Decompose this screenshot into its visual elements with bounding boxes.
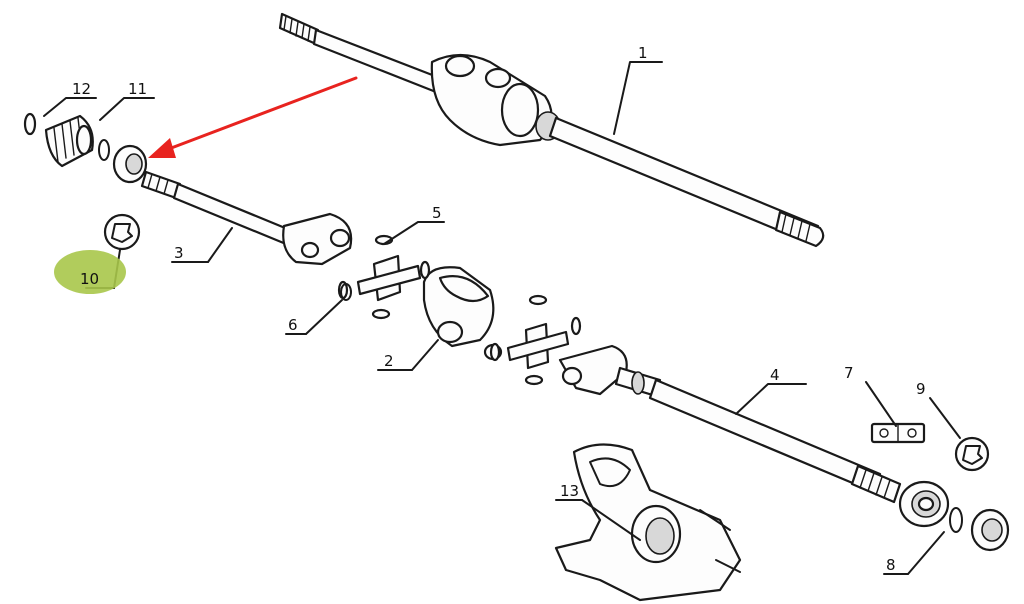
seal-symbol-part-10: [103, 213, 141, 251]
callout-13: 13: [560, 482, 579, 500]
callout-12: 12: [72, 80, 91, 98]
callout-6: 6: [288, 316, 298, 334]
bearing-part-7: [870, 422, 950, 528]
callout-3: 3: [174, 244, 184, 262]
ring-part-6: [340, 283, 352, 301]
callout-5: 5: [432, 204, 442, 222]
callout-9: 9: [916, 380, 926, 398]
axle-shaft-part-1: [278, 12, 825, 248]
callout-2: 2: [384, 352, 394, 370]
joint-housing-part-2: [422, 266, 503, 361]
seal-part-9: [954, 436, 1010, 552]
housing-part-13: [554, 443, 742, 602]
callout-4: 4: [770, 366, 780, 384]
callout-11: 11: [128, 80, 147, 98]
callout-8: 8: [886, 556, 896, 574]
axle-shaft-part-4: [558, 344, 902, 504]
ring-part-11: [112, 144, 148, 184]
callout-1: 1: [638, 44, 648, 62]
snap-ring-part-8: [949, 507, 963, 533]
label-10-highlight: [54, 250, 126, 294]
red-pointer-arrow: [148, 76, 358, 158]
callout-7: 7: [844, 364, 854, 382]
stub-shaft-part-3: [140, 170, 353, 266]
callout-10: 10: [80, 270, 99, 288]
cross-joint-part-5: [337, 234, 582, 386]
gear-part-12: [23, 112, 110, 168]
